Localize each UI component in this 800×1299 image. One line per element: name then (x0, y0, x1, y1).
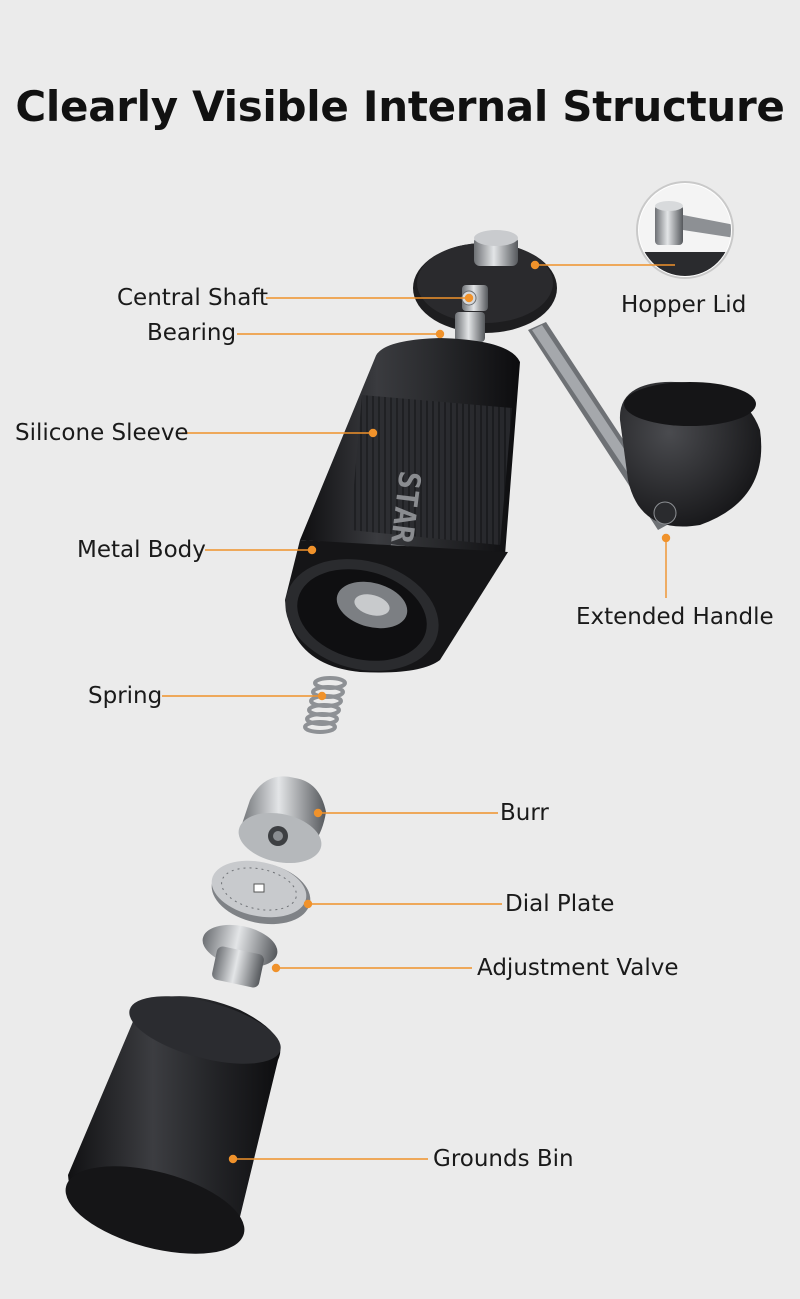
metal-body-part: STARESSO (285, 338, 520, 673)
label-spring: Spring (88, 683, 163, 709)
extended-handle-part (528, 322, 762, 530)
label-metal-body: Metal Body (77, 537, 206, 563)
spring-part (303, 676, 347, 734)
dot-metal-body (307, 545, 317, 555)
label-adjustment-valve: Adjustment Valve (477, 955, 679, 981)
page-title: Clearly Visible Internal Structure (15, 82, 785, 131)
dot-burr (313, 808, 323, 818)
grounds-bin-part (65, 996, 281, 1254)
dot-grounds-bin (228, 1154, 238, 1164)
label-burr: Burr (500, 800, 549, 826)
adjustment-valve-part (202, 924, 278, 988)
dot-hopper-lid (530, 260, 540, 270)
hopper-lid-detail-bubble (636, 181, 734, 279)
label-silicone-sleeve: Silicone Sleeve (15, 420, 189, 446)
label-grounds-bin: Grounds Bin (433, 1146, 574, 1172)
burr-part (238, 776, 326, 864)
dial-plate-part (211, 860, 311, 925)
dot-adjustment-valve (271, 963, 281, 973)
leader-lines (162, 260, 675, 1164)
dot-central-shaft (464, 293, 474, 303)
dot-extended-handle (661, 533, 671, 543)
dot-spring (317, 691, 327, 701)
label-dial-plate: Dial Plate (505, 891, 615, 917)
dot-bearing (435, 329, 445, 339)
label-extended-handle: Extended Handle (576, 604, 774, 630)
label-hopper-lid: Hopper Lid (621, 292, 747, 318)
central-shaft-part (455, 285, 488, 342)
dot-dial-plate (303, 899, 313, 909)
label-central-shaft: Central Shaft (117, 285, 269, 311)
dot-silicone-sleeve (368, 428, 378, 438)
label-bearing: Bearing (147, 320, 237, 346)
